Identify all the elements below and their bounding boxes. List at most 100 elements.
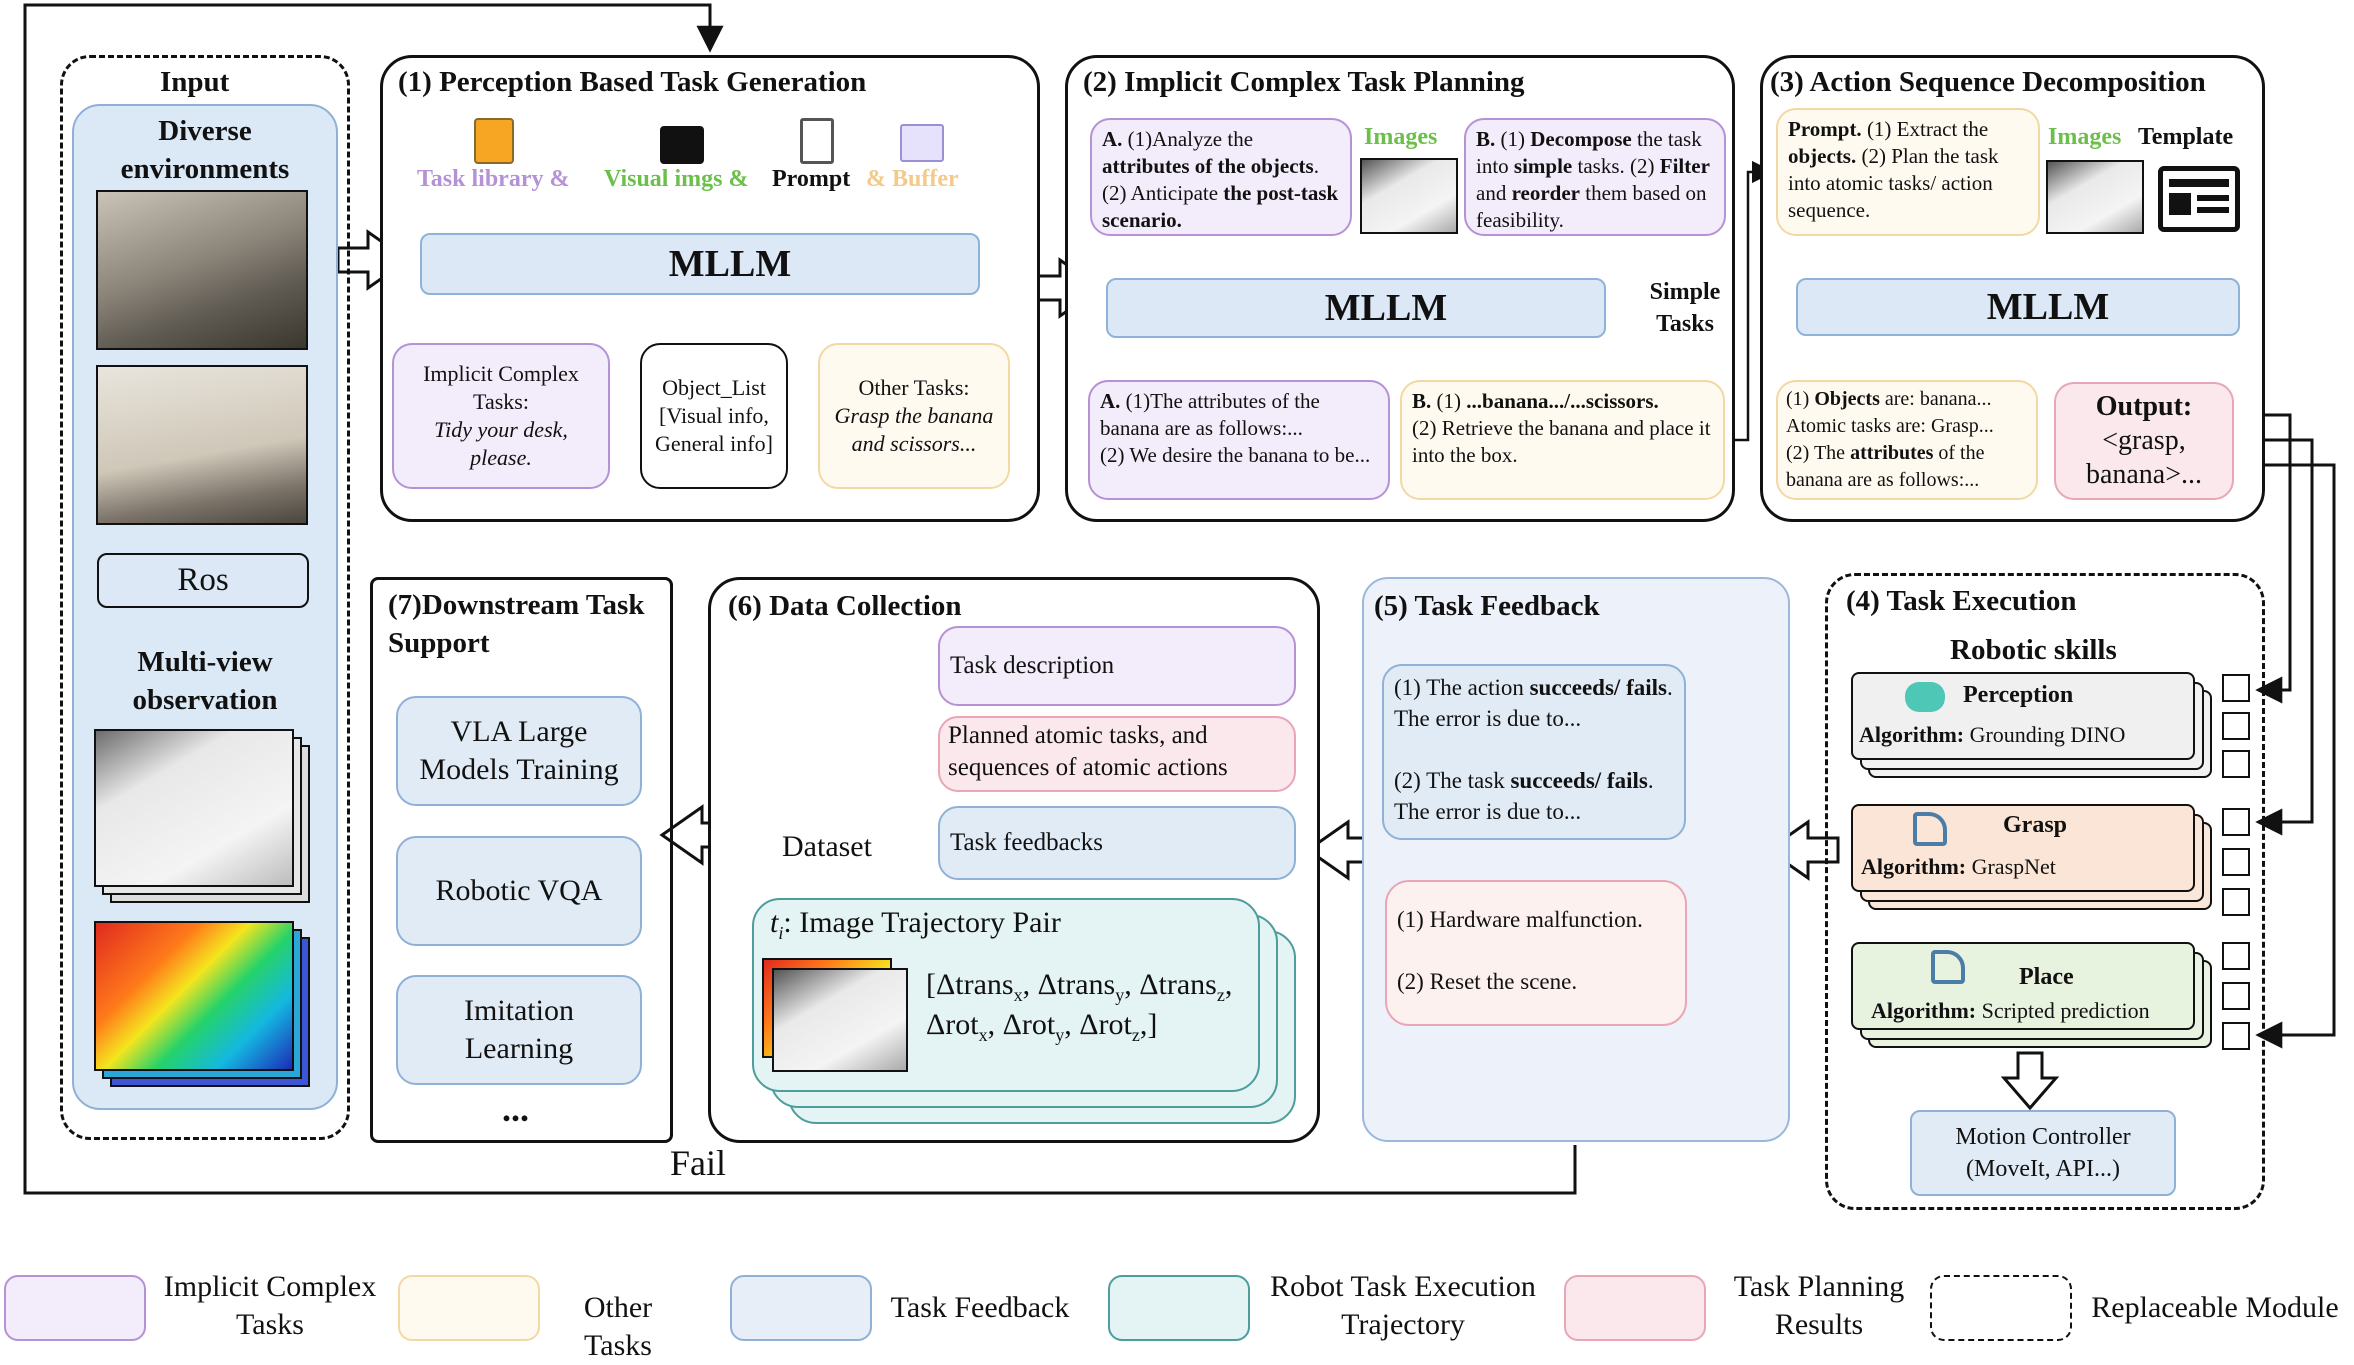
place-skill-name: Place [2019,964,2074,990]
grasp-skill-name: Grasp [2003,812,2068,838]
perception-algorithm: Algorithm: Grounding DINO [1859,722,2126,747]
decomposition-result-box: (1) Objects are: banana... Atomic tasks … [1776,380,2038,500]
motion-controller-label: Motion Controller (MoveIt, API...) [1955,1124,2131,1182]
delta-pose-line-1: [Δtransx, Δtransy, Δtransz, [926,968,1233,1005]
more-tasks-ellipsis: ... [502,1089,529,1129]
legend-label-4: Robot Task Execution Trajectory [1270,1270,1536,1341]
perception-slot-1 [2222,674,2250,702]
grasp-skill-card: Grasp Algorithm: GraspNet [1851,804,2195,892]
implicit-tasks-prefix: Implicit Complex Tasks: [423,361,579,414]
object-list-title: Object_List [662,375,766,400]
panel3-title: (3) Action Sequence Decomposition [1770,66,2206,98]
simple-tasks-label: Simple Tasks [1649,279,1721,337]
task-library-icon [474,118,514,164]
mllm-block-2: MLLM [1106,278,1606,338]
image-icon [660,126,704,164]
environment-photo-1 [96,190,308,350]
output-box: Output: <grasp, banana>... [2054,382,2234,500]
decompose-result-box: B. (1) ...banana.../...scissors. (2) Ret… [1400,380,1725,500]
decompose-instruction-box: B. (1) Decompose the task into simple ta… [1464,118,1726,236]
legend-swatch-2 [398,1275,540,1341]
task-feedbacks-box: Task feedbacks [938,806,1296,880]
panel2-title: (2) Implicit Complex Task Planning [1083,66,1525,98]
trajectory-frame-front [772,968,908,1072]
analysis-result-box: A. (1)The attributes of the banana are a… [1088,380,1390,500]
fail-label: Fail [670,1143,727,1183]
perception-skill-card: Perception Algorithm: Grounding DINO [1851,672,2195,760]
panel6-title: (6) Data Collection [728,590,962,622]
feedback-result-box: (1) The action succeeds/ fails. The erro… [1382,664,1686,840]
p2-images-label: Images [1364,124,1438,150]
depth-view-photo [94,921,294,1071]
extraction-prompt-box: Prompt. (1) Extract the objects. (2) Pla… [1776,108,2040,236]
prompt-icon [800,118,834,164]
environment-photo-2 [96,365,308,525]
mllm-block-3: MLLM [1796,278,2240,336]
place-skill-card: Place Algorithm: Scripted prediction [1851,942,2195,1030]
place-algorithm: Algorithm: Scripted prediction [1871,998,2150,1023]
perception-slot-3 [2222,750,2250,778]
object-list-box: Object_List [Visual info, General info] [640,343,788,489]
panel5-title: (5) Task Feedback [1374,590,1600,622]
legend-swatch-1 [4,1275,146,1341]
grasp-slot-3 [2222,888,2250,916]
object-list-contents: [Visual info, General info] [655,403,773,456]
panel-task-execution [1825,573,2265,1210]
legend-label-3: Task Feedback [890,1291,1070,1324]
analysis-instruction-box: A. (1)Analyze the attributes of the obje… [1090,118,1352,236]
implicit-tasks-example: Tidy your desk, please. [434,417,568,470]
grasp-robot-arm-icon [1913,812,1947,846]
legend-swatch-6 [1930,1275,2072,1341]
legend-label-5: Task Planning Results [1733,1270,1905,1341]
mllm-label-3: MLLM [1986,286,2110,328]
p3-images-label: Images [2048,124,2122,150]
mllm-block-1: MLLM [420,233,980,295]
motion-controller-box: Motion Controller (MoveIt, API...) [1910,1110,2176,1196]
diverse-environments-label: Diverse environments [120,115,290,185]
template-label: Template [2138,124,2234,150]
perception-skill-name: Perception [1963,682,2074,708]
implicit-complex-tasks-box: Implicit Complex Tasks: Tidy your desk, … [392,343,610,489]
panel7-title: (7)Downstream Task Support [388,589,645,659]
grasp-slot-1 [2222,808,2250,836]
legend-label-2: Other Tasks [583,1291,653,1362]
p2-scene-image [1360,158,1458,234]
multiview-observation-label: Multi-view observation [132,646,278,716]
rgb-view-photo [94,729,294,887]
template-icon [2158,166,2240,232]
buffer-icon [900,124,944,162]
task-description-box: Task description [938,626,1296,706]
panel-downstream-task-support [370,577,673,1143]
input-title: Input [160,66,230,98]
perception-slot-2 [2222,712,2250,740]
place-slot-1 [2222,942,2250,970]
legend-label-1: Implicit Complex Tasks [163,1270,377,1341]
other-tasks-example: Grasp the banana and scissors... [834,403,994,456]
mllm-label-2: MLLM [1324,287,1448,329]
legend-label-6: Replaceable Module [2091,1291,2339,1324]
place-slot-3 [2222,1022,2250,1050]
robotic-vqa-box: Robotic VQA [396,836,642,946]
grasp-algorithm: Algorithm: GraspNet [1861,854,2056,879]
arrow-output-grasp [2236,438,2314,836]
delta-pose-line-2: Δrotx, Δroty, Δrotz,] [926,1008,1158,1045]
planned-atomic-tasks-box: Planned atomic tasks, and sequences of a… [938,716,1296,792]
legend-swatch-4 [1108,1275,1250,1341]
dataset-label: Dataset [782,830,872,863]
vla-training-box: VLA Large Models Training [396,696,642,806]
input-module [60,55,350,1140]
legend-swatch-5 [1564,1275,1706,1341]
buffer-label: & Buffer [866,166,959,192]
prompt-label: Prompt [772,166,851,192]
place-robot-arm-icon [1931,950,1965,984]
legend-swatch-3 [730,1275,872,1341]
panel1-title: (1) Perception Based Task Generation [398,66,867,98]
other-tasks-box: Other Tasks: Grasp the banana and scisso… [818,343,1010,489]
output-title: Output: [2095,391,2193,422]
visual-imgs-label: Visual imgs & [604,166,749,192]
imitation-learning-box: Imitation Learning [396,975,642,1085]
mllm-label-1: MLLM [668,243,792,285]
panel-task-feedback [1362,577,1790,1142]
task-library-label: Task library & [417,166,570,192]
